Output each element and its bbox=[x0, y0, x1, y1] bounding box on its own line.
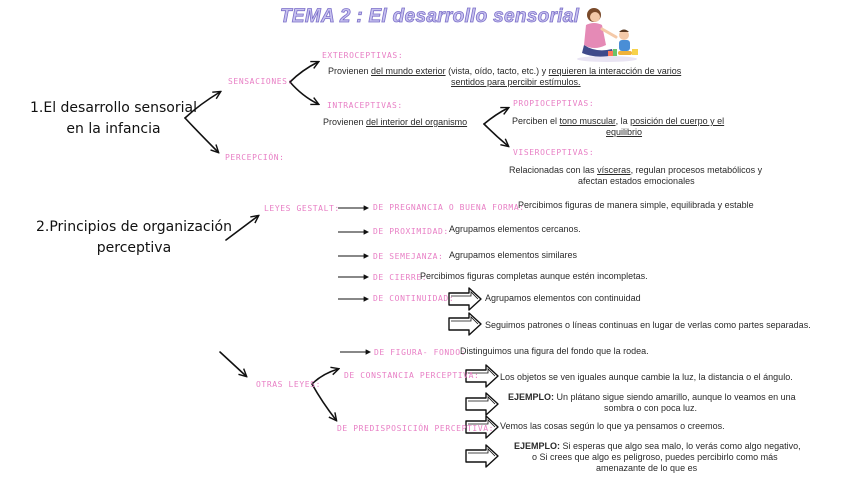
section2-heading-line1: 2.Principios de organización bbox=[36, 219, 232, 235]
ley-predisposicion-label: DE PREDISPOSICIÓN PERCEPTIVA: bbox=[337, 424, 495, 433]
sensaciones-label: SENSACIONES: bbox=[228, 77, 293, 86]
ley-semejanza-label: DE SEMEJANZA: bbox=[373, 252, 444, 261]
viseroceptivas-text: Relacionadas con las vísceras, regulan p… bbox=[509, 165, 763, 175]
ley-predisposicion-text: Vemos las cosas según lo que ya pensamos… bbox=[500, 421, 725, 431]
section1-heading-line1: 1.El desarrollo sensorial bbox=[30, 100, 197, 116]
exteroceptivas-text: Provienen del mundo exterior (vista, oíd… bbox=[328, 66, 682, 76]
ley-pregnancia-text: Percibimos figuras de manera simple, equ… bbox=[518, 200, 754, 210]
ley-constancia-text: Los objetos se ven iguales aunque cambie… bbox=[500, 372, 793, 382]
ley-figura-fondo-label: DE FIGURA- FONDO: bbox=[374, 348, 467, 357]
intraceptivas-label: INTRACEPTIVAS: bbox=[327, 101, 403, 110]
ley-proximidad-label: DE PROXIMIDAD: bbox=[373, 227, 449, 236]
ley-cierre-text: Percibimos figuras completas aunque esté… bbox=[420, 271, 648, 281]
propioceptivas-label: PROPIOCEPTIVAS: bbox=[513, 99, 595, 108]
ley-semejanza-text: Agrupamos elementos similares bbox=[449, 250, 578, 260]
ley-predisposicion-ejemplo-line3: amenazante de lo que es bbox=[596, 463, 698, 473]
percepcion-label: PERCEPCIÓN: bbox=[225, 153, 285, 162]
ley-constancia-ejemplo-line2: sombra o con poca luz. bbox=[604, 403, 698, 413]
propioceptivas-text: Perciben el tono muscular, la posición d… bbox=[512, 116, 725, 126]
section1-heading-line2: en la infancia bbox=[66, 121, 161, 137]
section2-heading: 2.Principios de organización perceptiva bbox=[36, 217, 232, 259]
ley-continuidad-label: DE CONTINUIDAD: bbox=[373, 294, 455, 303]
otras-leyes-label: OTRAS LEYES: bbox=[256, 380, 321, 389]
ley-cierre-label: DE CIERRE: bbox=[373, 273, 428, 282]
mother-child-playing-icon bbox=[577, 8, 638, 62]
ley-predisposicion-ejemplo: EJEMPLO: Si esperas que algo sea malo, l… bbox=[514, 441, 801, 451]
ley-continuidad-text1: Agrupamos elementos con continuidad bbox=[485, 293, 641, 303]
ley-constancia-ejemplo: EJEMPLO: Un plátano sigue siendo amarill… bbox=[508, 392, 796, 402]
leyes-gestalt-label: LEYES GESTALT: bbox=[264, 204, 340, 213]
propioceptivas-text-line2: equilibrio bbox=[606, 127, 643, 137]
viseroceptivas-text-line2: afectan estados emocionales bbox=[578, 176, 695, 186]
exteroceptivas-text-line2: sentidos para percibir estímulos. bbox=[451, 77, 581, 87]
page-title: TEMA 2 : El desarrollo sensorial bbox=[280, 6, 580, 28]
ley-continuidad-text2: Seguimos patrones o líneas continuas en … bbox=[485, 320, 811, 330]
ley-constancia-label: DE CONSTANCIA PERCEPTIVA: bbox=[344, 371, 480, 380]
ley-pregnancia-label: DE PREGNANCIA O BUENA FORMA: bbox=[373, 203, 525, 212]
section2-heading-line2: perceptiva bbox=[96, 240, 172, 256]
ley-figura-fondo-text: Distinguimos una figura del fondo que la… bbox=[460, 346, 649, 356]
viseroceptivas-label: VISEROCEPTIVAS: bbox=[513, 148, 595, 157]
ley-proximidad-text: Agrupamos elementos cercanos. bbox=[449, 224, 581, 234]
exteroceptivas-label: EXTEROCEPTIVAS: bbox=[322, 51, 404, 60]
ley-predisposicion-ejemplo-line2: o Si crees que algo es peligroso, puedes… bbox=[532, 452, 778, 462]
intraceptivas-text: Provienen del interior del organismo bbox=[323, 117, 468, 127]
section1-heading: 1.El desarrollo sensorial en la infancia bbox=[30, 98, 197, 140]
